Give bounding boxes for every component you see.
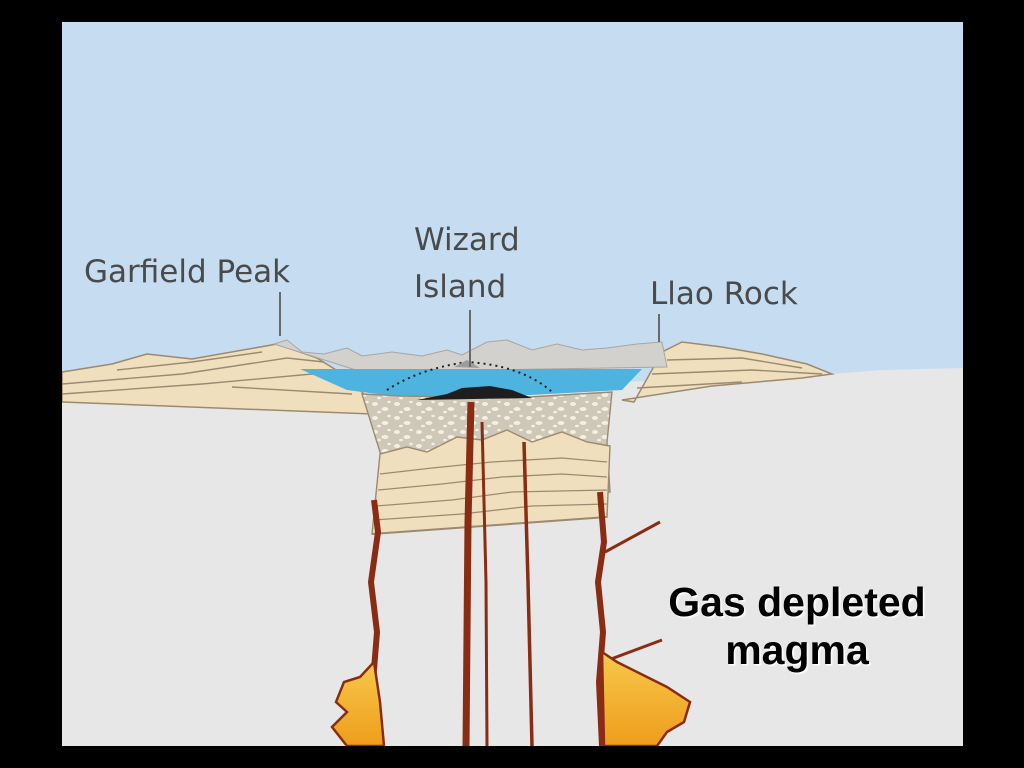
- caldera-cross-section: Garfield Peak Wizard Island Llao Rock: [62, 22, 963, 746]
- caption-line2: magma: [725, 627, 869, 673]
- wizard-island-summit: [454, 360, 480, 368]
- right-rim-strata: [621, 341, 835, 403]
- conduit-branch-left: [480, 421, 489, 746]
- caldera-diagram: Garfield Peak Wizard Island Llao Rock Ga…: [62, 22, 963, 746]
- ground: [62, 368, 963, 746]
- right-ring-fracture: [594, 491, 608, 746]
- wizard-island-cone: [417, 386, 532, 400]
- magma-pocket-left: [330, 659, 386, 746]
- right-dike-upper: [604, 520, 661, 554]
- caption-line1: Gas depleted: [668, 579, 926, 625]
- conduit-branch-right: [522, 441, 534, 746]
- magma-pocket-right: [600, 649, 692, 746]
- caldera-floor-line: [371, 516, 608, 535]
- crater-lake: [300, 369, 642, 396]
- label-garfield-peak: Garfield Peak: [84, 254, 290, 290]
- collapse-strata-lines: [373, 457, 608, 521]
- label-wizard-line1: Wizard: [414, 222, 520, 258]
- label-llao-rock: Llao Rock: [650, 276, 798, 312]
- central-conduit: [462, 401, 475, 746]
- right-strata-lines: [636, 357, 823, 389]
- label-wizard-line2: Island: [414, 269, 506, 305]
- caption-gas-depleted-magma: Gas depleted magma: [652, 578, 942, 674]
